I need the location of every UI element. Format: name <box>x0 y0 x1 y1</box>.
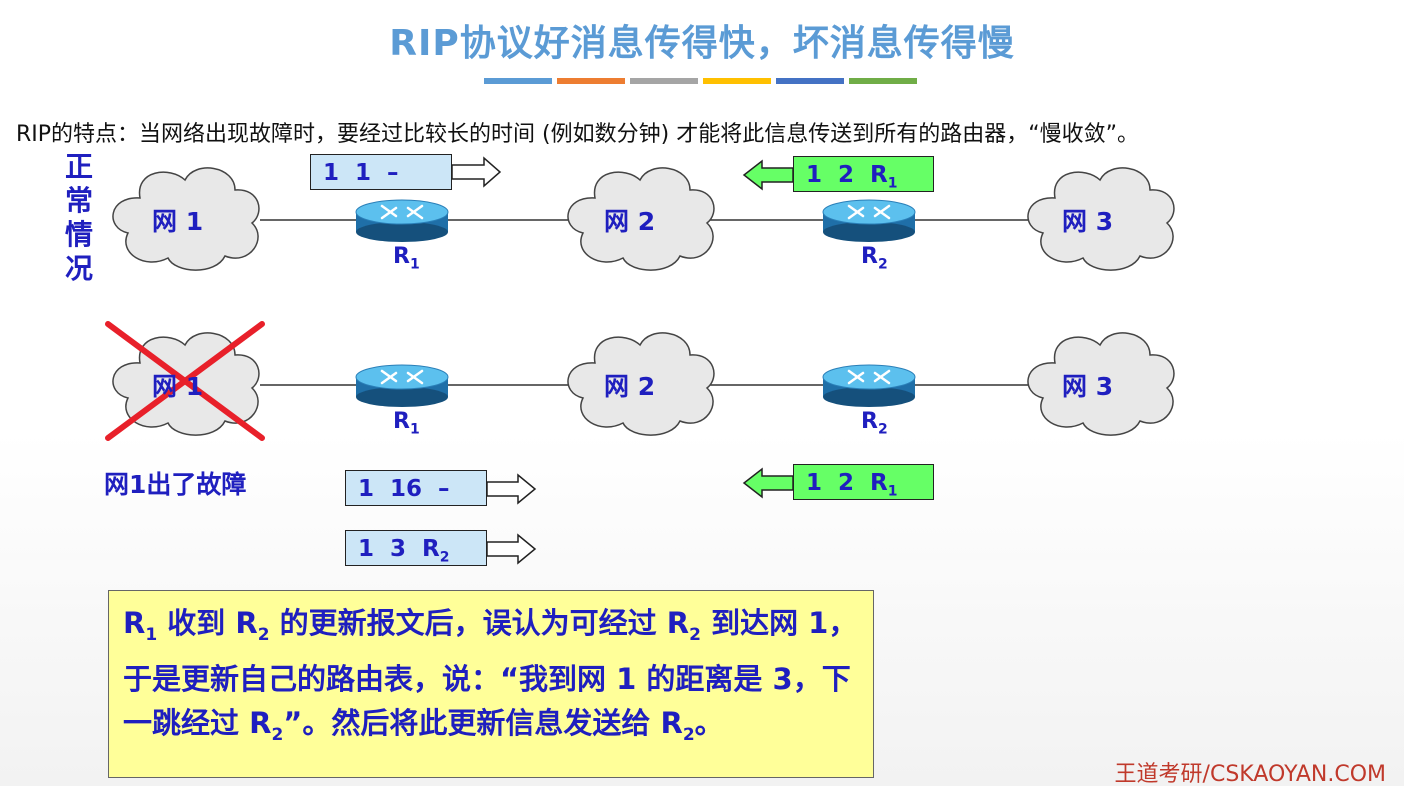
color-bar-2 <box>557 78 625 84</box>
color-bar-3 <box>630 78 698 84</box>
packet-r2-normal: 1 2 R1 <box>793 156 934 192</box>
arrow-left-1 <box>742 159 794 191</box>
net3-label-bottom: 网 3 <box>1062 372 1114 401</box>
router-r1-top <box>354 198 450 244</box>
fault-label: 网1出了故障 <box>104 470 247 499</box>
r1-label-bottom: R1 <box>393 409 420 438</box>
explanation-note: R1 收到 R2 的更新报文后，误认为可经过 R2 到达网 1，于是更新自己的路… <box>108 590 874 778</box>
net1-label-top: 网 1 <box>152 207 204 236</box>
color-bar-4 <box>703 78 771 84</box>
router-r2-bottom <box>821 363 917 409</box>
fault-cross-icon <box>105 321 265 441</box>
color-bar-5 <box>776 78 844 84</box>
arrow-right-3 <box>486 533 537 565</box>
arrow-right-1 <box>451 156 502 188</box>
footer-watermark: 王道考研/CSKAOYAN.COM <box>1114 762 1386 787</box>
slide-title: RIP协议好消息传得快，坏消息传得慢 <box>389 23 1015 64</box>
r2-label-bottom: R2 <box>861 409 888 438</box>
intro-text: RIP的特点：当网络出现故障时，要经过比较长的时间 (例如数分钟) 才能将此信息… <box>16 122 1139 147</box>
packet-r1-normal: 1 1 – <box>310 154 452 190</box>
r1-label-top: R1 <box>393 244 420 273</box>
color-bar-1 <box>484 78 552 84</box>
arrow-left-2 <box>742 467 794 499</box>
net2-label-top: 网 2 <box>604 207 656 236</box>
normal-case-label: 正 常 情 况 <box>64 150 93 285</box>
router-r2-top <box>821 198 917 244</box>
packet-r1-wrong: 1 3 R2 <box>345 530 487 566</box>
router-r1-bottom <box>354 363 450 409</box>
net3-label-top: 网 3 <box>1062 207 1114 236</box>
color-bar-6 <box>849 78 917 84</box>
r2-label-top: R2 <box>861 244 888 273</box>
packet-r2-fault: 1 2 R1 <box>793 464 934 500</box>
net1-label-bottom: 网 1 <box>152 372 204 401</box>
arrow-right-2 <box>486 473 537 505</box>
net2-label-bottom: 网 2 <box>604 372 656 401</box>
packet-r1-fault: 1 16 – <box>345 470 487 506</box>
